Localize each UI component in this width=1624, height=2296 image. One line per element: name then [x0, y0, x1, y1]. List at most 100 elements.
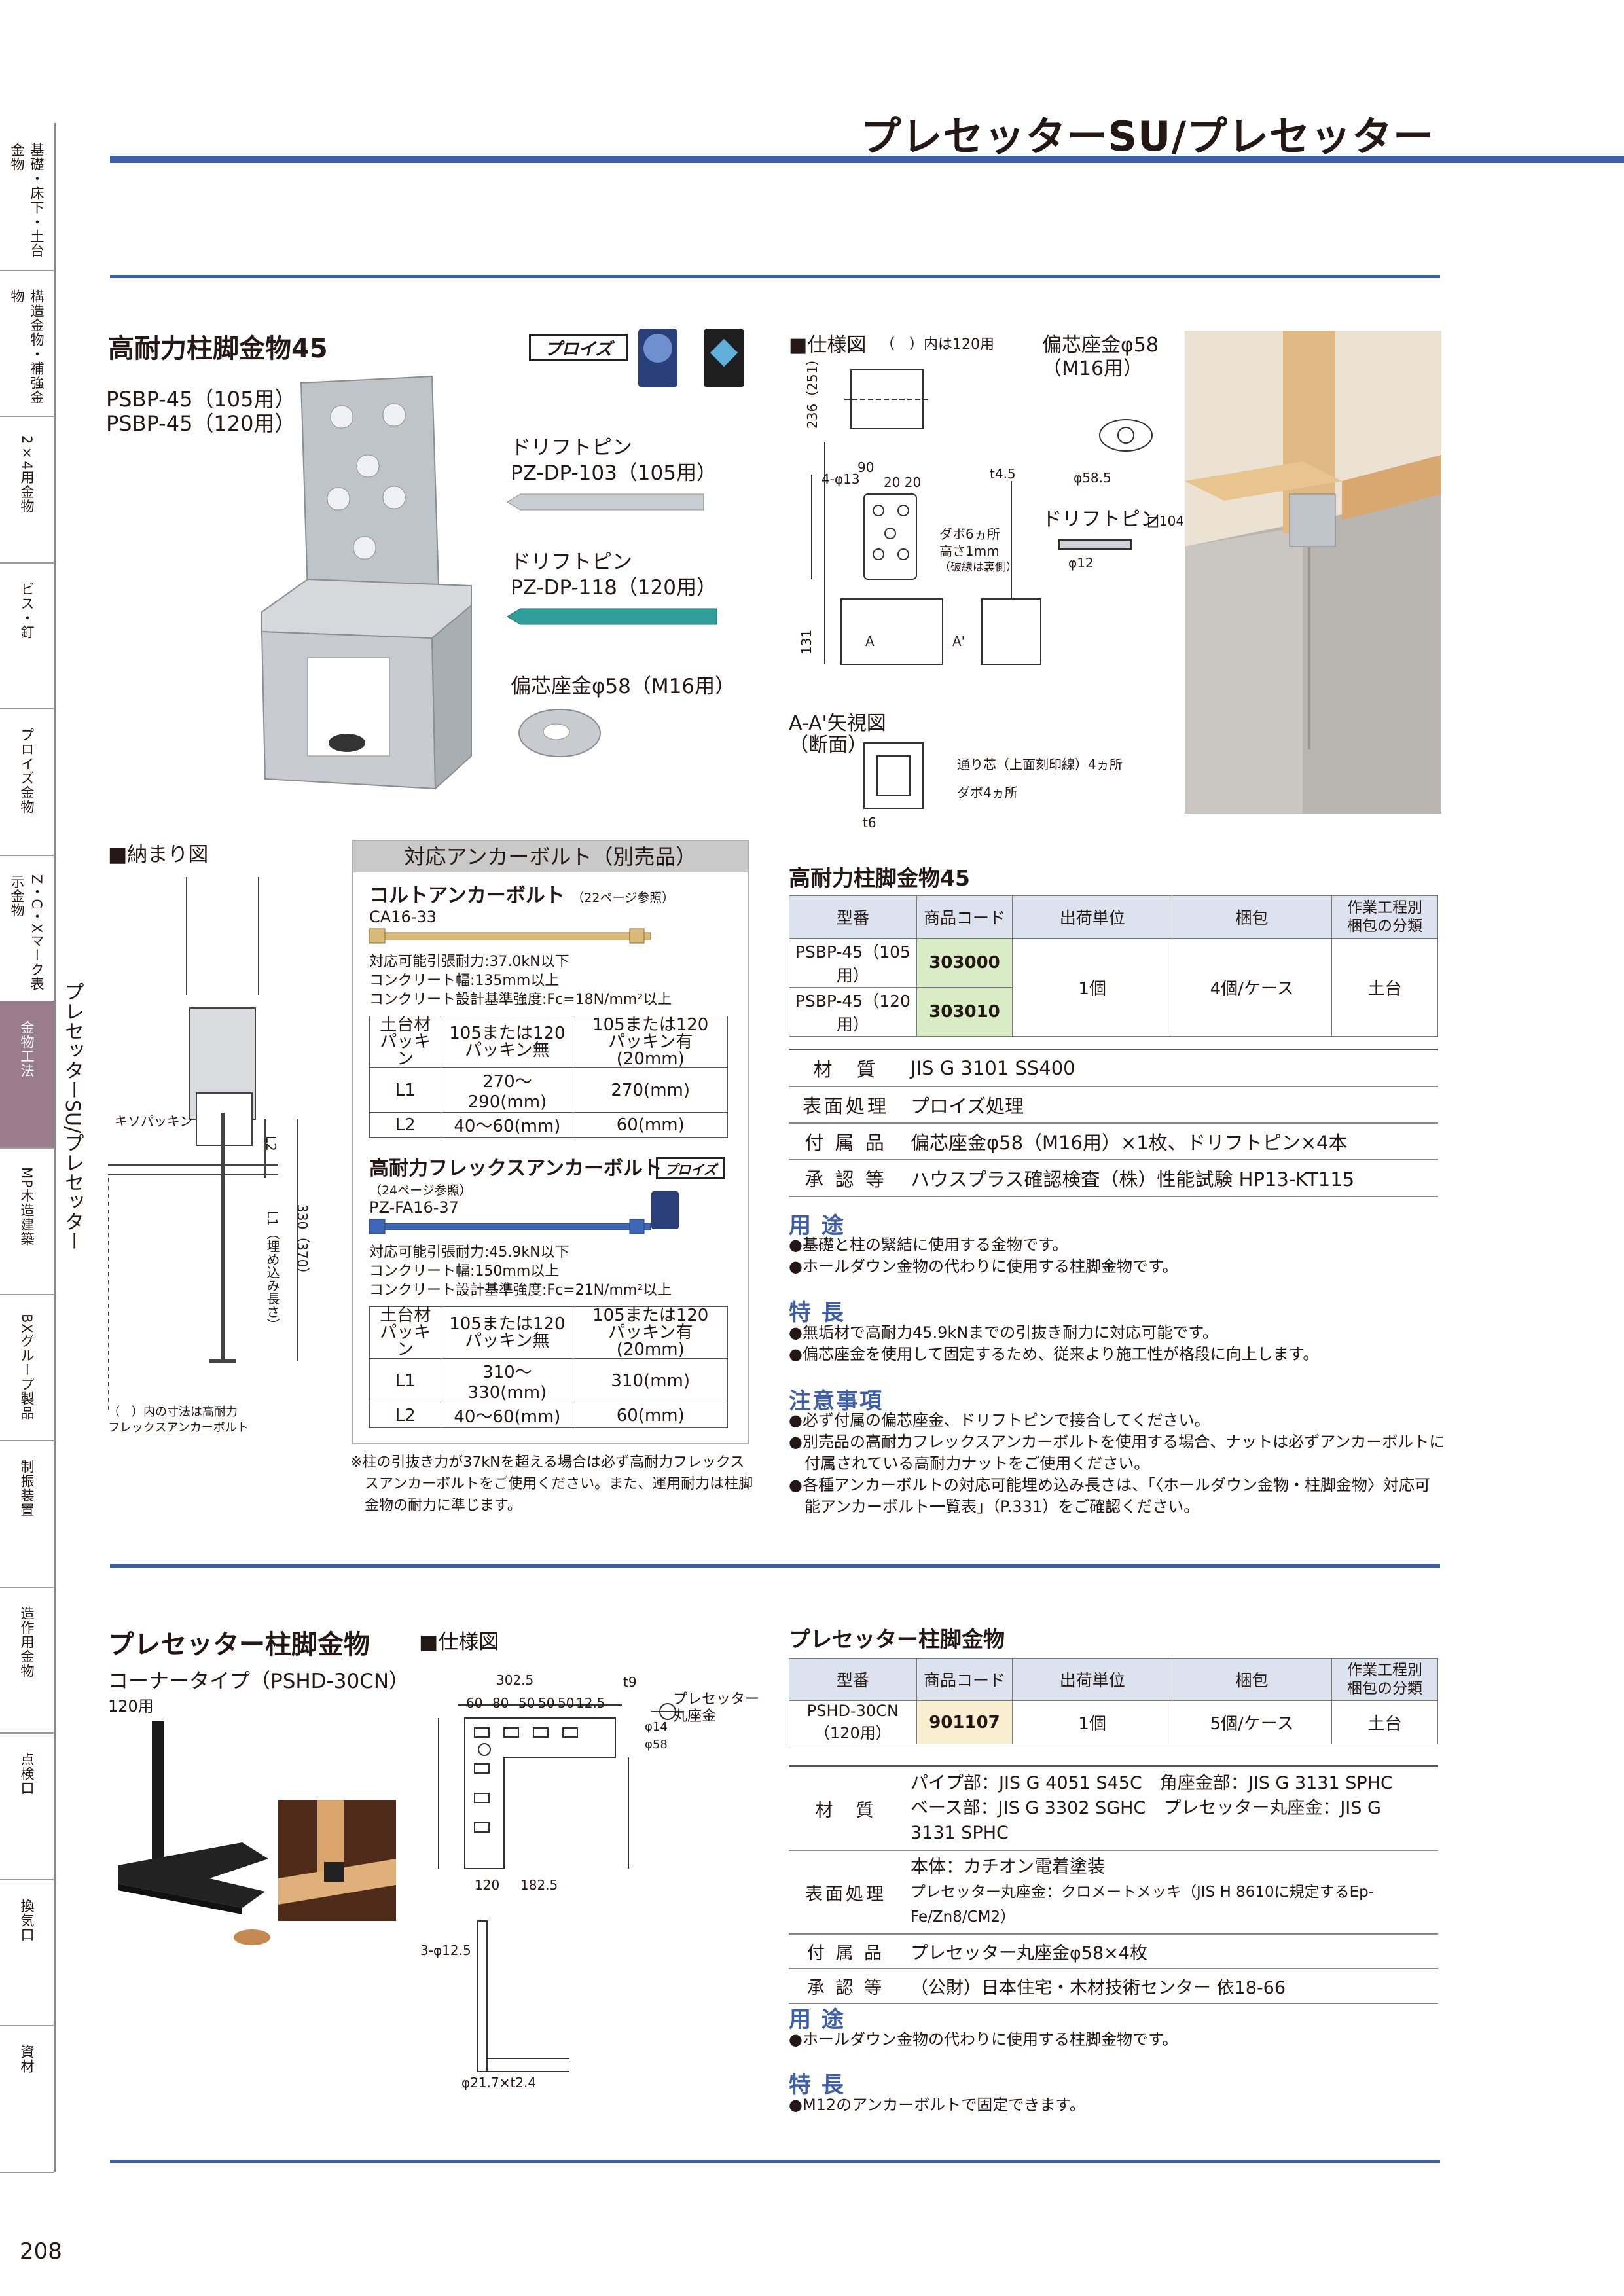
dim-104: 236（251） — [804, 352, 820, 429]
caution-item0: ●必ず付属の偏芯座金、ドリフトピンで接合してください。 — [789, 1411, 1210, 1429]
bolt2-r1c2: 60(mm) — [573, 1403, 728, 1428]
section2-sub: コーナータイプ（PSHD-30CN） — [108, 1670, 410, 1693]
bolt1-r0c0: L1 — [369, 1067, 442, 1113]
mat2-v1b: プレセッター丸座金：クロメートメッキ（JIS H 8610に規定するEp-Fe/… — [911, 1884, 1375, 1926]
dim-a: A — [865, 634, 875, 649]
total-label: 330（370） — [295, 1204, 310, 1281]
model-105: PSBP-45（105用） — [106, 387, 296, 412]
part2-code: PZ-DP-118（120用） — [511, 576, 717, 600]
bolt2-proiz-badge: プロイズ — [656, 1157, 725, 1179]
part1-code: PZ-DP-103（105用） — [511, 461, 717, 485]
anchor-box-title: 対応アンカーボルト（別売品） — [353, 841, 748, 872]
center-line-label: 通り芯（上面刻印線）4ヵ所 — [957, 757, 1123, 772]
bolt2-code: PZ-FA16-37 — [369, 1198, 459, 1217]
side-tab[interactable]: 基礎・床下・土台金物 — [0, 123, 54, 271]
side-tab[interactable]: 2×4用金物 — [0, 416, 54, 564]
mat2-k0: 材 質 — [789, 1766, 903, 1851]
side-tab[interactable]: 換気口 — [0, 1879, 54, 2027]
feature2-title: 特 長 — [789, 2072, 845, 2098]
side-tab[interactable]: 造作用金物 — [0, 1587, 54, 1734]
bolt2-th1: 105または120 パッキン無 — [441, 1306, 574, 1359]
model-120: PSBP-45（120用） — [106, 411, 296, 436]
table2-th-unit: 出荷単位 — [1012, 1658, 1173, 1701]
side-tab[interactable]: MP木造建築 — [0, 1147, 54, 1295]
mat1-v1: プロイズ処理 — [903, 1086, 1438, 1124]
caution-item4: 能アンカーボルト一覧表」（P.331）をご確認ください。 — [789, 1498, 1200, 1516]
bolt1-r1c1: 40～60(mm) — [441, 1112, 574, 1138]
anchor-footnote: ※柱の引抜き力が37kNを超える場合は必ず高耐力フレックス スアンカーボルトをご… — [350, 1452, 753, 1516]
dim2-80: 80 — [492, 1695, 509, 1711]
dowel-note-label: （破線は裏側） — [939, 561, 1017, 574]
footnote-line3: 金物の耐力に準じます。 — [365, 1498, 522, 1514]
mat2-k3: 承 認 等 — [789, 1969, 903, 2004]
table1: 型番 商品コード 出荷単位 梱包 作業工程別 梱包の分類 PSBP-45（105… — [789, 895, 1438, 1037]
feature1-item1: ●偏芯座金を使用して固定するため、従来より施工性が格段に向上します。 — [789, 1345, 1319, 1363]
caution-item3: ●各種アンカーボルトの対応可能埋め込み長さは、「〈ホールダウン金物・柱脚金物〉対… — [789, 1476, 1430, 1494]
bolt1-th0: 土台材 パッキン — [369, 1016, 442, 1068]
dim2-50b: 50 — [538, 1695, 555, 1711]
side-tab[interactable]: 金物工法 — [0, 1001, 54, 1149]
feature1-list: ●無垢材で高耐力45.9kNまでの引抜き耐力に対応可能です。 ●偏芯座金を使用し… — [789, 1322, 1318, 1365]
fit-side-label: プレセッターSU/プレセッター — [61, 982, 84, 1251]
dim2-t9: t9 — [623, 1674, 637, 1690]
use1-title: 用 途 — [789, 1213, 845, 1239]
table1-code-105: 303000 — [916, 938, 1013, 988]
side-tab[interactable]: BXグループ製品 — [0, 1294, 54, 1442]
side-tab[interactable]: 点検口 — [0, 1732, 54, 1880]
use2-title: 用 途 — [789, 2007, 845, 2033]
dim2-3025: 302.5 — [496, 1672, 534, 1688]
drift-pin-silver-icon — [507, 491, 704, 516]
washer-icon — [517, 707, 602, 762]
washer-label: 偏芯座金φ58 — [1042, 334, 1159, 357]
table2-model: PSHD-30CN（120用） — [789, 1700, 917, 1744]
side-tab-label: 構造金物・補強金物 — [9, 289, 45, 404]
bolt2-th0: 土台材 パッキン — [369, 1306, 442, 1359]
fit-title: ■納まり図 — [108, 843, 209, 867]
table2-th-model: 型番 — [789, 1658, 917, 1701]
side-tab-label: 資材 — [19, 2045, 35, 2074]
dim2-phi217: φ21.7×t2.4 — [461, 2075, 537, 2090]
side-tab[interactable]: ビス・釘 — [0, 562, 54, 710]
bolt1-ref: （22ページ参照） — [571, 891, 675, 905]
mat1-v0: JIS G 3101 SS400 — [903, 1049, 1438, 1087]
spec-drawing-1 — [785, 363, 1172, 837]
fit-note2: フレックスアンカーボルト — [108, 1421, 249, 1435]
corner-installed-photo — [278, 1800, 396, 1921]
bolt2-r0c0: L1 — [369, 1358, 442, 1403]
table2-unit: 1個 — [1012, 1700, 1173, 1744]
mat1-k0: 材 質 — [789, 1049, 903, 1087]
caution-list: ●必ず付属の偏芯座金、ドリフトピンで接合してください。 ●別売品の高耐力フレック… — [789, 1410, 1445, 1518]
bolt1-th2: 105または120 パッキン有(20mm) — [573, 1016, 728, 1068]
side-tab[interactable]: 制振装置 — [0, 1440, 54, 1588]
mat1-v3: ハウスプラス確認検査（株）性能試験 HP13-KT115 — [903, 1160, 1438, 1197]
side-tab[interactable]: 構造金物・補強金物 — [0, 270, 54, 418]
bolt2-th2: 105または120 パッキン有(20mm) — [573, 1306, 728, 1359]
dim-2020: 20 20 — [884, 475, 922, 490]
feature1-item0: ●無垢材で高耐力45.9kNまでの引抜き耐力に対応可能です。 — [789, 1323, 1218, 1342]
view-sub-label: （断面） — [789, 734, 867, 757]
table2-th-process: 作業工程別 梱包の分類 — [1331, 1658, 1438, 1701]
fit-note1: （ ）内の寸法は高耐力 — [108, 1405, 238, 1419]
bolt2-r0c2: 310(mm) — [573, 1358, 728, 1403]
table1-th-pack: 梱包 — [1172, 895, 1333, 939]
mat1-k2: 付 属 品 — [789, 1123, 903, 1160]
proiz-badge: プロイズ — [529, 334, 628, 361]
spec-title: ■仕様図 — [789, 334, 867, 357]
side-tab[interactable]: プロイズ金物 — [0, 708, 54, 856]
part3-name: 偏芯座金φ58（M16用） — [511, 675, 736, 698]
dim-236: 131 — [799, 629, 814, 655]
side-tab[interactable]: 資材 — [0, 2025, 54, 2173]
use1-item1: ●ホールダウン金物の代わりに使用する柱脚金物です。 — [789, 1257, 1178, 1276]
section1-rule — [110, 275, 1440, 278]
table1-title: 高耐力柱脚金物45 — [789, 865, 970, 891]
side-tab[interactable]: Z・C・Xマーク表示金物 — [0, 855, 54, 1003]
feature2-item0: ●M12のアンカーボルトで固定できます。 — [789, 2096, 1085, 2114]
table2-process: 土台 — [1331, 1700, 1438, 1744]
bolt2-line2: コンクリート幅:150mm以上 — [369, 1263, 560, 1280]
section1-heading: 高耐力柱脚金物45 — [108, 334, 328, 364]
dim2-50c: 50 — [558, 1695, 575, 1711]
side-tab-label: 制振装置 — [19, 1460, 35, 1518]
table1-th-code: 商品コード — [916, 895, 1013, 939]
mat1-v2: 偏芯座金φ58（M16用）×1枚、ドリフトピン×4本 — [903, 1123, 1438, 1160]
